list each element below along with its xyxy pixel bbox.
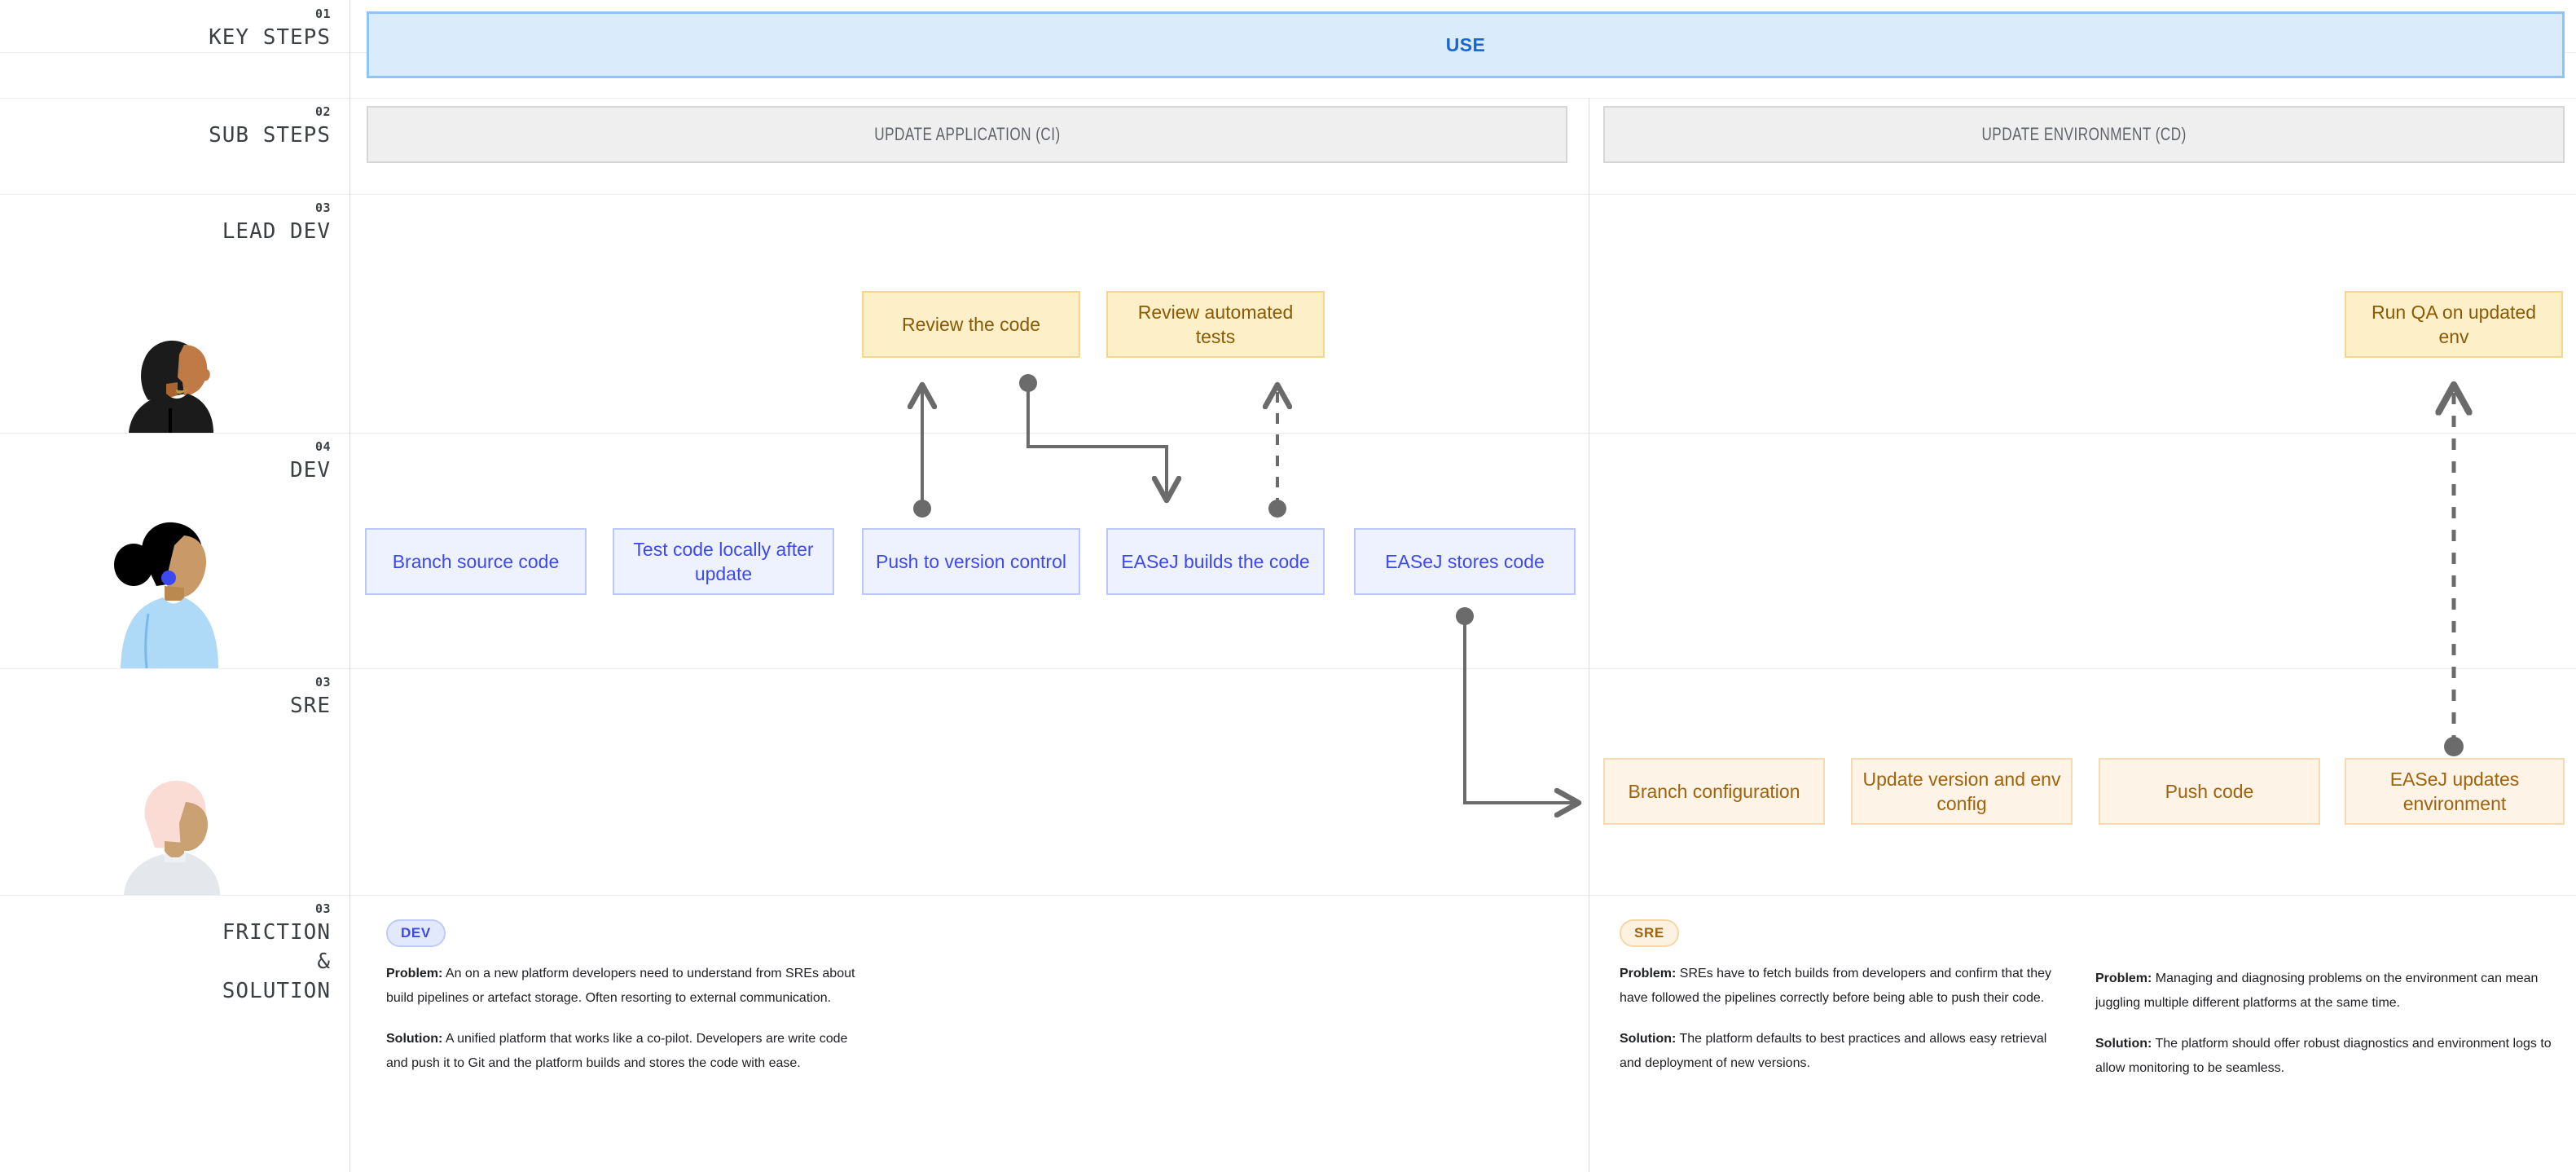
card-test-code-locally[interactable]: Test code locally after update xyxy=(613,528,834,595)
friction-problem-label: Problem: xyxy=(386,967,443,980)
friction-problem-label: Problem: xyxy=(1620,967,1677,980)
connector-easej-stores-to-branch-config xyxy=(1456,607,1579,803)
sidebar-item-dev[interactable]: 04 DEV xyxy=(0,433,350,668)
friction-problem-label: Problem: xyxy=(2095,972,2152,985)
card-easej-updates-environment[interactable]: EASeJ updates environment xyxy=(2345,758,2565,825)
row-divider xyxy=(0,194,2576,195)
card-label: Run QA on updated env xyxy=(2371,302,2537,347)
connector-review-code-to-easej-builds xyxy=(1019,374,1167,500)
card-push-to-version-control[interactable]: Push to version control xyxy=(862,528,1080,595)
friction-problem: Problem: Managing and diagnosing problem… xyxy=(2095,967,2552,1016)
card-easej-stores-code[interactable]: EASeJ stores code xyxy=(1354,528,1576,595)
friction-solution-text: The platform should offer robust diagnos… xyxy=(2095,1037,2552,1075)
card-push-code[interactable]: Push code xyxy=(2099,758,2320,825)
key-step-use[interactable]: USE xyxy=(367,11,2565,78)
card-label: Test code locally after update xyxy=(633,539,814,584)
card-label: Review automated tests xyxy=(1137,302,1294,347)
friction-solution-label: Solution: xyxy=(2095,1037,2152,1051)
connector-easej-builds-to-review-tests xyxy=(1268,385,1286,518)
sidebar-item-key-steps[interactable]: 01 KEY STEPS xyxy=(0,0,350,52)
card-update-version-and-env-config[interactable]: Update version and env config xyxy=(1851,758,2073,825)
connector-easej-updates-to-run-qa xyxy=(2444,385,2464,756)
card-label: EASeJ builds the code xyxy=(1121,551,1310,572)
card-review-automated-tests[interactable]: Review automated tests xyxy=(1106,291,1325,358)
friction-solution: Solution: The platform defaults to best … xyxy=(1620,1027,2056,1076)
friction-problem-text: SREs have to fetch builds from developer… xyxy=(1620,967,2052,1005)
friction-column-dev: DEV Problem: An on a new platform develo… xyxy=(386,919,855,1076)
sidebar-item-sub-steps[interactable]: 02 SUB STEPS xyxy=(0,98,350,194)
sidebar-item-number: 04 xyxy=(314,439,331,454)
role-chip-sre: SRE xyxy=(1620,919,1679,947)
sidebar-item-friction-solution[interactable]: 03 FRICTION & SOLUTION xyxy=(0,895,350,1172)
avatar-dev xyxy=(114,522,218,668)
friction-problem-text: An on a new platform developers need to … xyxy=(386,967,855,1005)
avatar-sre xyxy=(124,780,220,895)
sidebar-edge xyxy=(349,0,350,1172)
friction-solution-label: Solution: xyxy=(386,1032,443,1046)
sidebar-item-label: KEY STEPS xyxy=(209,25,331,50)
sub-step-label: UPDATE APPLICATION (CI) xyxy=(873,124,1061,144)
role-chip-dev: DEV xyxy=(386,919,446,947)
sidebar-item-sre[interactable]: 03 SRE xyxy=(0,668,350,895)
sidebar-item-number: 01 xyxy=(314,7,331,21)
card-easej-builds-the-code[interactable]: EASeJ builds the code xyxy=(1106,528,1325,595)
card-label: Branch configuration xyxy=(1628,781,1800,802)
key-step-label: USE xyxy=(1445,33,1486,55)
card-run-qa-on-updated-env[interactable]: Run QA on updated env xyxy=(2345,291,2563,358)
card-label: EASeJ stores code xyxy=(1385,551,1545,572)
row-divider xyxy=(0,668,2576,669)
friction-solution: Solution: A unified platform that works … xyxy=(386,1027,855,1076)
sidebar: 01 KEY STEPS 02 SUB STEPS 03 LEAD DEV 04 xyxy=(0,0,350,1172)
card-branch-configuration[interactable]: Branch configuration xyxy=(1603,758,1825,825)
sidebar-item-number: 03 xyxy=(314,675,331,690)
sidebar-item-label: SRE xyxy=(290,694,331,718)
friction-problem: Problem: SREs have to fetch builds from … xyxy=(1620,962,2056,1011)
friction-solution-text: The platform defaults to best practices … xyxy=(1620,1032,2047,1070)
sidebar-item-label: FRICTION & SOLUTION xyxy=(222,920,331,1003)
card-label: Update version and env config xyxy=(1862,769,2061,814)
card-label: Branch source code xyxy=(392,551,560,572)
sidebar-item-label: DEV xyxy=(290,458,331,482)
friction-solution-label: Solution: xyxy=(1620,1032,1677,1046)
sidebar-item-label: LEAD DEV xyxy=(222,219,331,244)
card-label: Push code xyxy=(2165,781,2254,802)
sidebar-item-number: 03 xyxy=(314,200,331,215)
row-divider xyxy=(0,895,2576,896)
row-divider xyxy=(0,98,2576,99)
sub-step-update-application[interactable]: UPDATE APPLICATION (CI) xyxy=(367,106,1567,163)
avatar-lead-dev xyxy=(129,340,213,433)
sub-step-update-environment[interactable]: UPDATE ENVIRONMENT (CD) xyxy=(1603,106,2565,163)
row-divider xyxy=(0,433,2576,434)
friction-solution-text: A unified platform that works like a co-… xyxy=(386,1032,848,1070)
sidebar-item-lead-dev[interactable]: 03 LEAD DEV xyxy=(0,194,350,433)
connector-push-to-review-code xyxy=(913,385,931,518)
card-branch-source-code[interactable]: Branch source code xyxy=(365,528,587,595)
card-label: Review the code xyxy=(901,314,1041,335)
friction-solution: Solution: The platform should offer robu… xyxy=(2095,1032,2552,1081)
sidebar-item-number: 03 xyxy=(314,901,331,916)
card-review-the-code[interactable]: Review the code xyxy=(862,291,1080,358)
card-label: Push to version control xyxy=(876,551,1066,572)
sub-step-label: UPDATE ENVIRONMENT (CD) xyxy=(1981,124,2187,144)
friction-column-environment: Problem: Managing and diagnosing problem… xyxy=(2095,967,2552,1081)
friction-problem: Problem: An on a new platform developers… xyxy=(386,962,855,1011)
card-label: EASeJ updates environment xyxy=(2389,769,2520,814)
sidebar-item-label: SUB STEPS xyxy=(209,123,331,148)
sidebar-item-number: 02 xyxy=(314,104,331,119)
friction-problem-text: Managing and diagnosing problems on the … xyxy=(2095,972,2539,1010)
friction-column-sre: SRE Problem: SREs have to fetch builds f… xyxy=(1620,919,2056,1076)
